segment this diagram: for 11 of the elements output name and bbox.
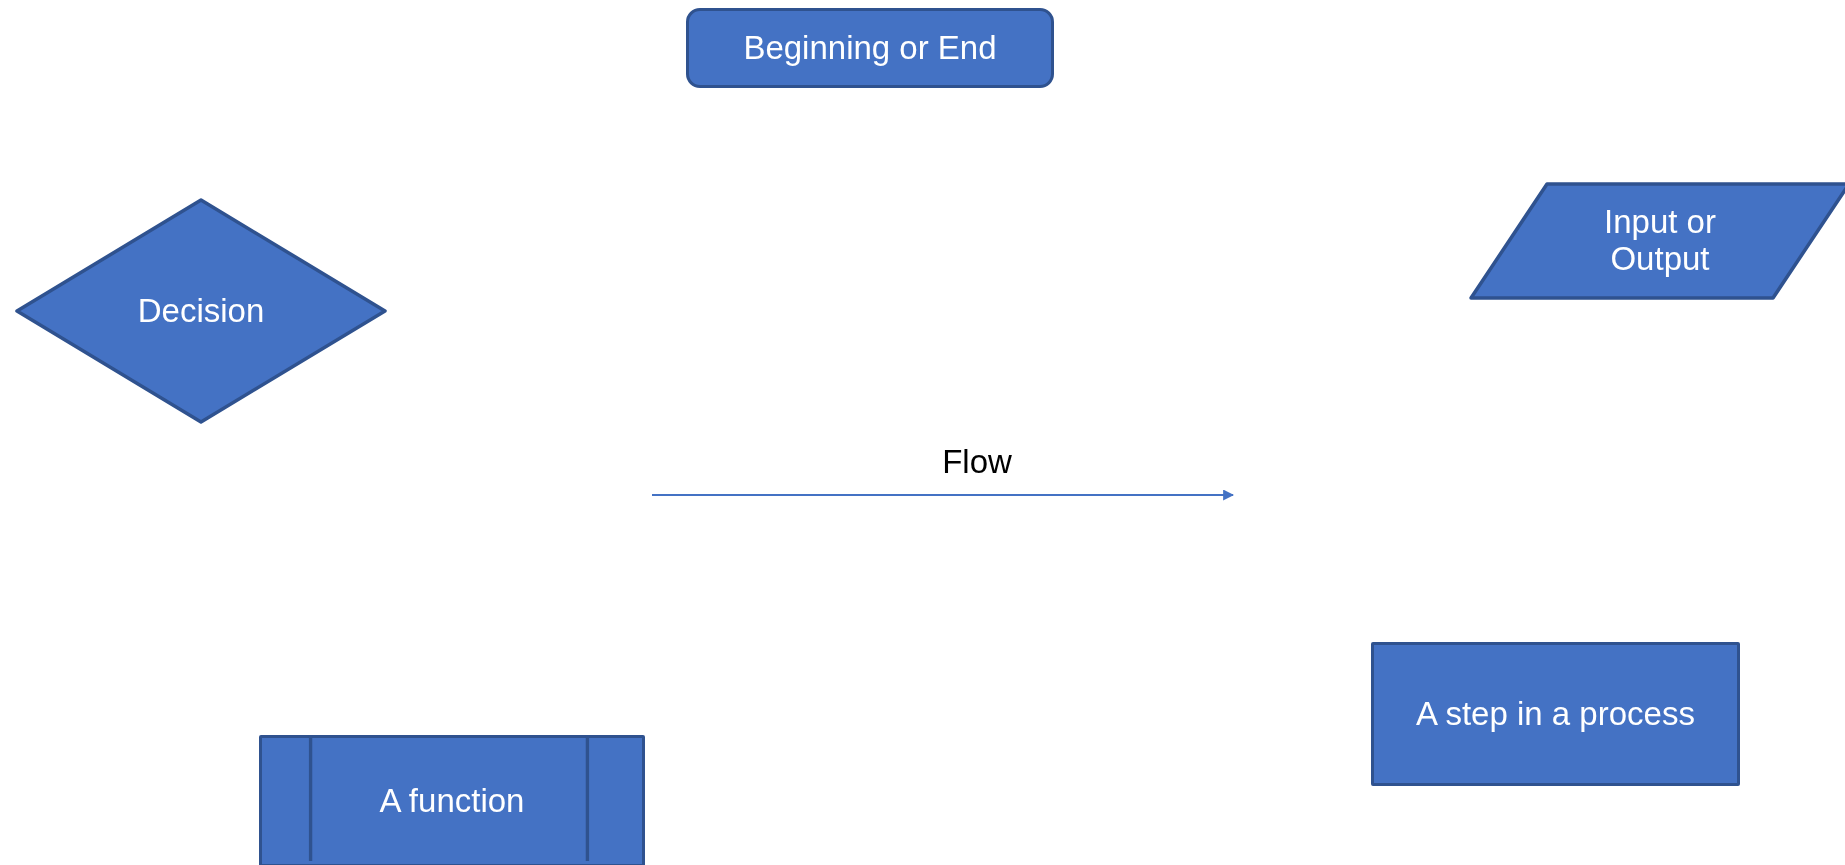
node-label: Beginning or End xyxy=(743,29,997,67)
node-label: Input or Output xyxy=(1603,204,1717,278)
process-box xyxy=(1371,642,1740,786)
function-box xyxy=(259,735,645,865)
terminal-box xyxy=(686,8,1054,88)
input-output-parallelogram xyxy=(1469,182,1845,300)
node-label: Decision xyxy=(137,292,265,330)
node-label: A step in a process xyxy=(1416,695,1695,733)
decision-diamond xyxy=(15,198,387,424)
flow-label: Flow xyxy=(942,443,1012,481)
node-label: A function xyxy=(379,782,525,820)
